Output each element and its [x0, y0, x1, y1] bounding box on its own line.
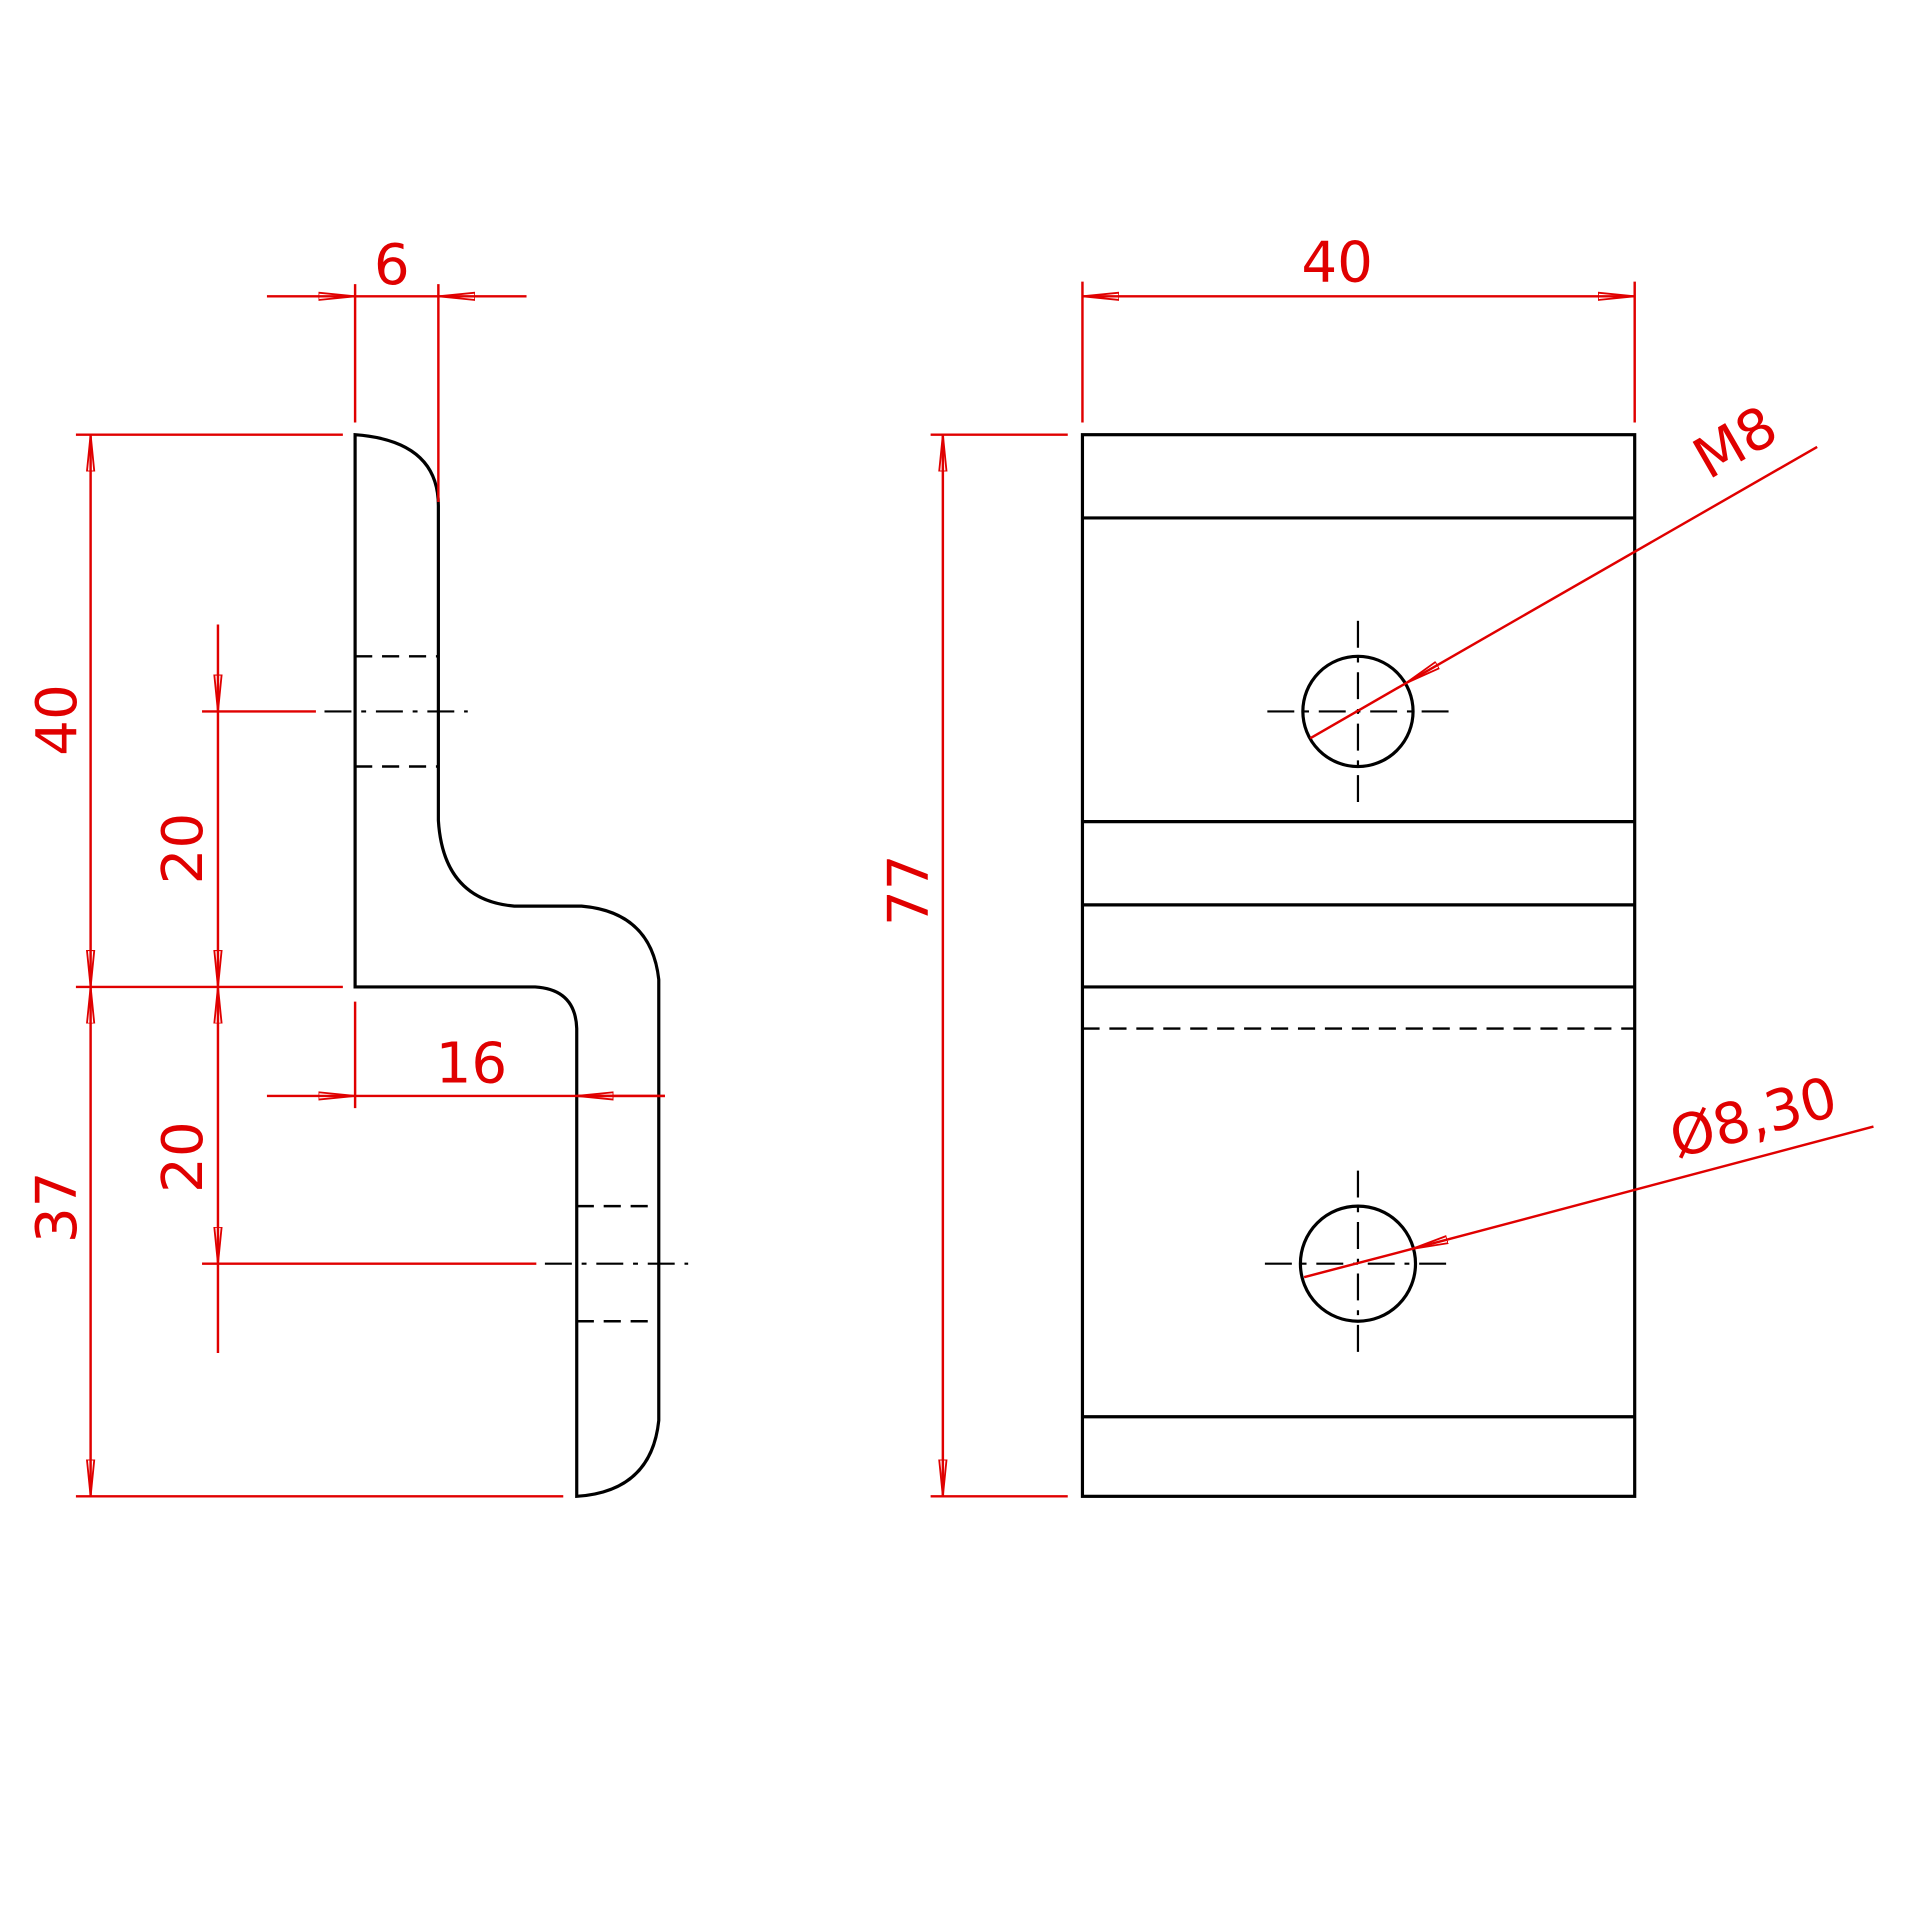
dim-label: 37	[25, 1172, 90, 1244]
dim-label: Ø8,30	[1663, 1065, 1844, 1172]
dim-label: 16	[436, 1031, 508, 1096]
dim-label: M8	[1683, 394, 1789, 493]
side-profile-outline	[353, 432, 661, 1499]
leader-thread: M8	[1309, 394, 1818, 740]
dimension-hole-upper: 20	[151, 624, 316, 987]
side-view: 6 40 37 20 20	[25, 233, 689, 1499]
dimension-offset: 16	[266, 1001, 665, 1109]
dim-label: 6	[374, 233, 410, 298]
threaded-hole	[1301, 654, 1415, 769]
dim-label: 20	[151, 1121, 216, 1193]
dim-label: 77	[877, 854, 942, 926]
dimension-thickness: 6	[266, 233, 527, 503]
front-view: 40 77 M8 Ø8,30	[877, 231, 1874, 1498]
dimension-upper-height: 40	[25, 433, 343, 989]
dimension-height: 77	[877, 433, 1068, 1498]
dim-label: 20	[151, 813, 216, 885]
front-outline	[1080, 433, 1637, 1498]
dimension-width: 40	[1081, 231, 1636, 423]
dimension-lower-height: 37	[25, 986, 564, 1498]
through-hole	[1298, 1204, 1418, 1323]
leader-hole-diameter: Ø8,30	[1303, 1065, 1874, 1279]
dim-label: 40	[1301, 231, 1373, 296]
dim-label: 40	[25, 684, 90, 756]
dimension-hole-lower: 20	[151, 986, 537, 1354]
